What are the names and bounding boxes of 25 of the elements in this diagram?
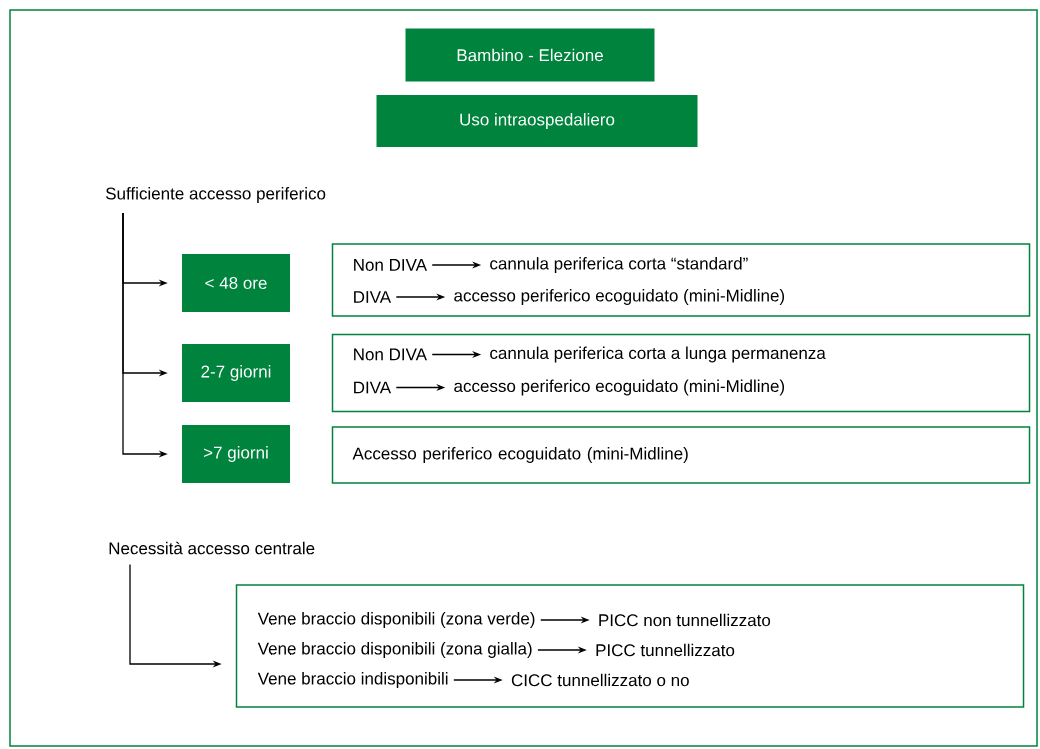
label-box: 2-7 giorni [182,344,290,402]
heading-text: Necessità accesso centrale [109,541,315,555]
node-text: accesso periferico ecoguidato (mini-Midline) [454,289,785,305]
label-box: Bambino - Elezione [405,28,655,82]
heading-text: Sufficiente accesso periferico [105,187,326,203]
outline-box [331,243,1031,317]
node-text: PICC non tunnellizzato [599,613,771,627]
node-text: Vene braccio indisponibili [257,672,448,688]
node-text: cannula periferica corta a lunga permanenza [490,346,826,363]
label-box: Uso intraospedaliero [376,95,698,147]
outline-box [235,584,1025,708]
outline-box [331,333,1031,413]
node-text: Non DIVA [354,348,427,361]
label-box: < 48 ore [182,254,290,312]
node-text: Non DIVA [354,259,427,271]
node-text: Vene braccio disponibili (zona verde) [257,612,535,628]
node-text: Vene braccio disponibili (zona gialla) [257,642,532,658]
node-text: PICC tunnellizzato [596,643,735,657]
node-text: DIVA [354,381,392,394]
node-text: cannula periferica corta “standard” [490,257,748,273]
outline-box: Accesso periferico ecoguidato (mini-Midline) [331,426,1031,484]
node-text: accesso periferico ecoguidato (mini-Midline) [454,379,785,396]
node-text: DIVA [354,291,392,303]
label-box: >7 giorni [182,425,290,483]
node-text: CICC tunnellizzato o no [511,673,689,687]
